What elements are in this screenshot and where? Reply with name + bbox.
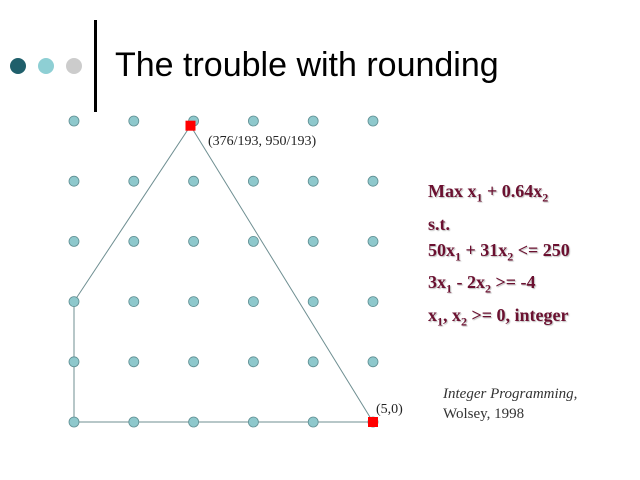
lattice-point bbox=[307, 175, 319, 187]
lattice-point bbox=[188, 175, 200, 187]
constraint-3: x1, x2 >= 0, integer bbox=[428, 304, 569, 329]
ip-formulation: Max x1 + 0.64x2 s.t. 50x1 + 31x2 <= 250 … bbox=[428, 178, 570, 334]
lattice-point bbox=[188, 416, 200, 428]
vertex-label-top: (376/193, 950/193) bbox=[208, 134, 317, 149]
constraint-1: 50x1 + 31x2 <= 250 bbox=[428, 239, 570, 264]
lattice-point bbox=[128, 115, 140, 127]
title-divider bbox=[94, 20, 97, 112]
lattice-point bbox=[367, 235, 379, 247]
lattice-point bbox=[367, 175, 379, 187]
lattice-point bbox=[128, 416, 140, 428]
lattice-point bbox=[307, 416, 319, 428]
lattice-point bbox=[188, 235, 200, 247]
lattice-point bbox=[247, 235, 259, 247]
subject-to-line: s.t. bbox=[428, 213, 450, 234]
constraint-2: 3x1 - 2x2 >= -4 bbox=[428, 272, 536, 296]
lattice-point bbox=[307, 235, 319, 247]
lattice-point bbox=[307, 356, 319, 368]
objective-line: Max x1 + 0.64x2 bbox=[428, 181, 549, 205]
lattice-point bbox=[68, 416, 80, 428]
feasible-region-boundary bbox=[73, 124, 374, 423]
lattice-point bbox=[247, 296, 259, 308]
lattice-point bbox=[367, 356, 379, 368]
lattice-point bbox=[247, 115, 259, 127]
lattice-point bbox=[367, 296, 379, 308]
lattice-point bbox=[68, 296, 80, 308]
lp-vertex-marker bbox=[185, 120, 196, 131]
lattice-point bbox=[188, 356, 200, 368]
lattice-point bbox=[188, 296, 200, 308]
citation-author: Wolsey, 1998 bbox=[443, 406, 525, 422]
lattice-point bbox=[307, 115, 319, 127]
citation-book: Integer Programming, bbox=[443, 386, 578, 402]
title-bullet-dots bbox=[10, 58, 86, 76]
lattice-point bbox=[68, 175, 80, 187]
bullet-dot-gray bbox=[66, 58, 82, 74]
bullet-dot-teal bbox=[38, 58, 54, 74]
lattice-point bbox=[128, 235, 140, 247]
lattice-point bbox=[128, 296, 140, 308]
lattice-point bbox=[247, 175, 259, 187]
lattice-point bbox=[247, 416, 259, 428]
lattice-point bbox=[128, 175, 140, 187]
slide-title: The trouble with rounding bbox=[115, 46, 499, 84]
lattice-point bbox=[367, 115, 379, 127]
vertex-label-right: (5,0) bbox=[376, 402, 403, 417]
lattice-point bbox=[247, 356, 259, 368]
bullet-dot-dark bbox=[10, 58, 26, 74]
lattice-point bbox=[68, 356, 80, 368]
citation: Integer Programming, Wolsey, 1998 bbox=[443, 384, 577, 424]
lattice-point bbox=[68, 235, 80, 247]
lattice-point bbox=[307, 296, 319, 308]
lp-vertex-marker bbox=[368, 417, 378, 427]
lattice-point bbox=[68, 115, 80, 127]
lattice-point bbox=[128, 356, 140, 368]
